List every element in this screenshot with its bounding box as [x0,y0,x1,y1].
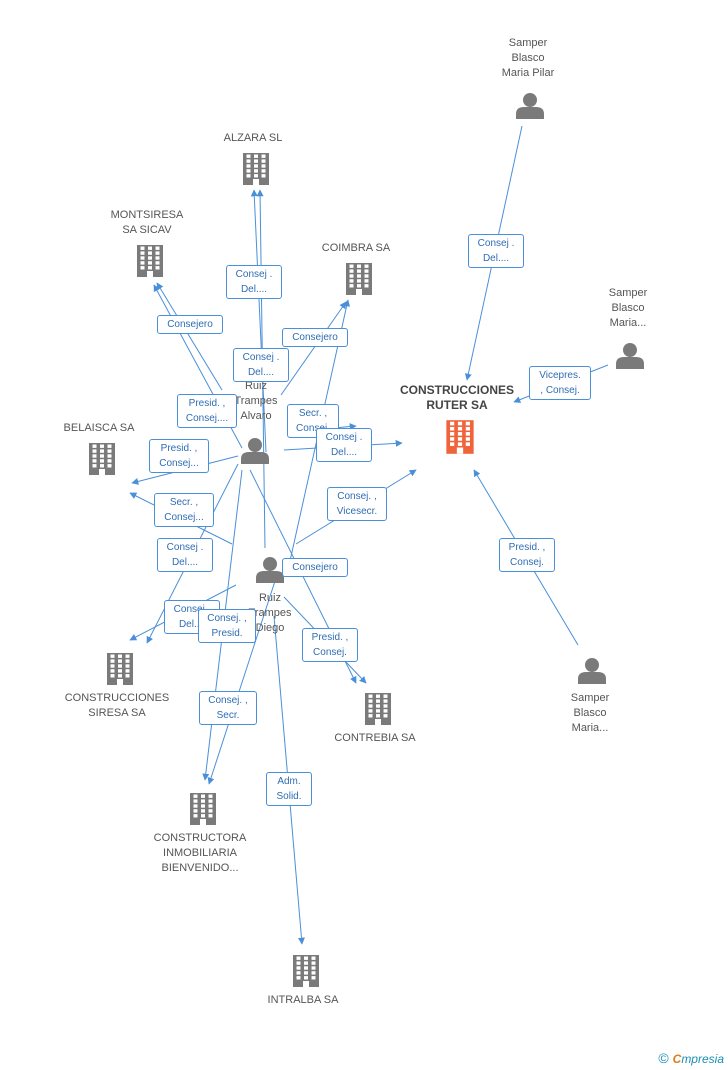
person-icon-samper1[interactable] [516,93,544,119]
node-label-samper3[interactable]: Samper Blasco Maria... [570,692,610,734]
edge-label[interactable]: Presid. , Consej. [499,538,555,572]
edge-label[interactable]: Consej . Del.... [226,265,282,299]
node-label-ruizdiego[interactable]: Ruiz Trampes Diego [248,592,292,634]
edge-label[interactable]: Presid. , Consej.... [177,394,237,428]
building-icon-contrebia[interactable] [365,693,391,725]
node-label-coimbra[interactable]: COIMBRA SA [321,242,391,254]
edge-label[interactable]: Consejero [282,328,348,347]
edge-label[interactable]: Consej. , Presid. [198,609,256,643]
node-label-constructora[interactable]: CONSTRUCTORA INMOBILIARIA BIENVENIDO... [153,832,247,874]
edge-label[interactable]: Consej. , Secr. [199,691,257,725]
building-icon-belaisca[interactable] [89,443,115,475]
node-label-siresa[interactable]: CONSTRUCCIONES SIRESA SA [64,692,170,719]
edge-label[interactable]: Vicepres. , Consej. [529,366,591,400]
building-icon-intralba[interactable] [293,955,319,987]
person-icon-ruizdiego[interactable] [256,557,284,583]
edge-label[interactable]: Consej . Del.... [157,538,213,572]
node-label-samper1[interactable]: Samper Blasco Maria Pilar [501,37,555,79]
node-label-ruter[interactable]: CONSTRUCCIONES RUTER SA [399,383,514,412]
edge-label[interactable]: Consej . Del.... [233,348,289,382]
edge-label[interactable]: Adm. Solid. [266,772,312,806]
node-label-belaisca[interactable]: BELAISCA SA [63,422,135,434]
building-icon-coimbra[interactable] [346,263,372,295]
edge-label[interactable]: Consej . Del.... [316,428,372,462]
building-icon-ruter[interactable] [446,420,474,454]
building-icon-alzara[interactable] [243,153,269,185]
node-label-alzara[interactable]: ALZARA SL [223,132,283,144]
building-icon-montsiresa[interactable] [137,245,163,277]
person-icon-samper3[interactable] [578,658,606,684]
brand-name: mpresia [681,1052,724,1066]
edge-line [156,282,223,391]
node-label-samper2[interactable]: Samper Blasco Maria... [608,287,648,329]
person-icon-samper2[interactable] [616,343,644,369]
edge-line [280,301,347,396]
edge-line [250,189,267,453]
edge-label[interactable]: Presid. , Consej. [302,628,358,662]
copyright-icon: © [658,1050,669,1066]
node-label-contrebia[interactable]: CONTREBIA SA [334,732,416,744]
node-label-ruizalvaro[interactable]: Ruiz Trampes Alvaro [234,380,278,422]
edge-line [207,577,277,785]
nodes-layer [89,93,644,987]
building-icon-siresa[interactable] [107,653,133,685]
edge-label[interactable]: Presid. , Consej... [149,439,209,473]
edge-label[interactable]: Consejero [157,315,223,334]
brand-initial: C [672,1052,682,1066]
edge-label[interactable]: Consej . Del.... [468,234,524,268]
node-label-intralba[interactable]: INTRALBA SA [267,994,339,1006]
empresia-logo[interactable]: ©Cmpresia [658,1050,724,1066]
building-icon-constructora[interactable] [190,793,216,825]
node-label-montsiresa[interactable]: MONTSIRESA SA SICAV [110,209,184,236]
edge-label[interactable]: Consejero [282,558,348,577]
edge-label[interactable]: Secr. , Consej... [154,493,214,527]
person-icon-ruizalvaro[interactable] [241,438,269,464]
edge-label[interactable]: Consej. , Vicesecr. [327,487,387,521]
